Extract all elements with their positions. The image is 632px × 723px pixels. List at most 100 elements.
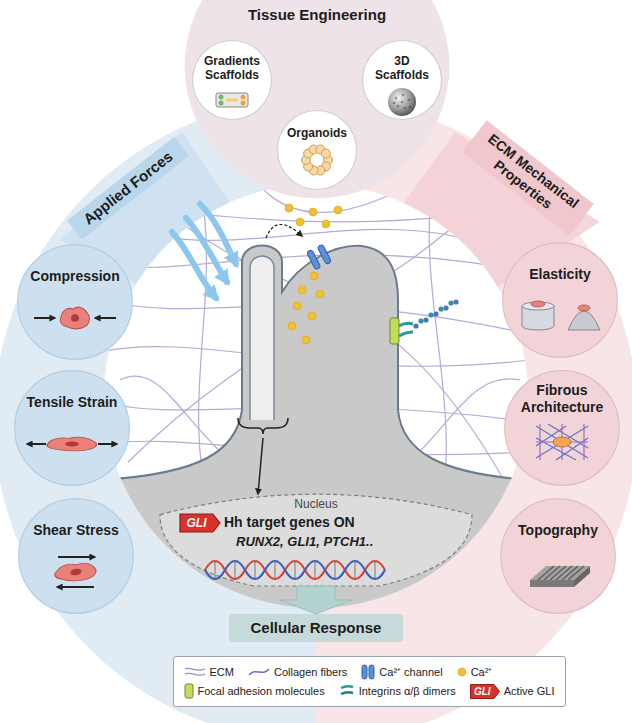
legend-item: Ca²⁺: [457, 665, 493, 680]
compression-icon-part: [60, 307, 89, 329]
node-label: Hh target genes ON: [224, 514, 472, 531]
calcium-ions-part: [293, 302, 301, 310]
ecm-sample: [184, 665, 206, 679]
calcium-ions-part: [334, 206, 342, 214]
tensile-icon-part-part: [47, 437, 96, 451]
integrin-sample-part: [341, 692, 353, 694]
node-label: Compression: [23, 268, 127, 285]
node-label: RUNX2, GLI1, PTCH1..: [236, 534, 472, 550]
shear-icon-part-part: [69, 569, 82, 575]
legend-row: ECM Collagen fibers Ca²⁺ channel Ca²⁺: [184, 664, 555, 680]
compression-icon-part: [95, 317, 116, 319]
calcium-ions-part: [298, 286, 306, 294]
calcium-ions: [285, 204, 342, 344]
cilium-bracket-part: [238, 418, 288, 434]
topic-circle: Gradients Scaffolds: [192, 40, 272, 120]
scaffold-sphere-icon-part-part: [401, 101, 404, 104]
dna-helix-part-part: [234, 562, 236, 578]
focal-adhesion-part: [399, 332, 413, 336]
tensile-icon-part: [27, 443, 46, 445]
cell-body-part: [100, 246, 532, 641]
scaffold-sphere-icon-part: [388, 88, 416, 116]
focal-adhesion-part-part: [438, 306, 443, 311]
gradient-scaffold-icon-part: [226, 99, 238, 102]
ecm-sample-part: [185, 668, 205, 670]
focal-adhesion-part-part: [423, 317, 428, 322]
outline-circle: [505, 371, 620, 486]
scaffold-sphere-icon-part: [393, 94, 412, 110]
dna-helix-part-part: [274, 562, 276, 578]
compression-icon-part: [34, 317, 55, 319]
adhesion-sample: [184, 683, 194, 699]
elasticity-icon-part: [531, 301, 545, 307]
elasticity-icon-part: [522, 302, 554, 310]
scaffold-sphere-icon-part-part: [395, 97, 398, 100]
outline-circle: [362, 40, 441, 119]
scaffold-sphere-icon-part-part: [397, 105, 400, 108]
compression-icon-part-part: [60, 307, 89, 329]
node-label: GLI: [180, 514, 213, 532]
shear-icon-part: [57, 586, 94, 588]
force-circle: Tensile Strain: [14, 370, 130, 486]
calcium-channel: [306, 244, 331, 270]
node-label: Gradients Scaffolds: [197, 54, 267, 82]
topic-circle: Organoids: [277, 110, 357, 190]
legend-item: GLI Active GLI: [470, 684, 555, 699]
calcium-channel-part: [306, 249, 320, 270]
cell-body: [100, 246, 532, 641]
outline-circle: [192, 40, 271, 119]
elasticity-icon-part: [578, 305, 590, 311]
legend-item: Ca²⁺ channel: [361, 664, 442, 680]
focal-adhesion-part-part: [443, 305, 448, 310]
gli-sample: GLI: [470, 684, 500, 699]
node-outline: [17, 244, 133, 360]
outline-circle: [15, 371, 130, 486]
gradient-scaffold-icon-part: [241, 95, 246, 100]
outline-dome: [160, 494, 472, 586]
node-outline: [502, 242, 618, 358]
outer-disc-part: [0, 98, 316, 723]
legend-item: Focal adhesion molecules: [184, 683, 325, 699]
gli-tag: GLI: [180, 514, 220, 532]
outline-circle: [19, 499, 134, 614]
gradient-scaffold-icon-part: [216, 93, 248, 107]
node-outline: [277, 110, 357, 190]
calcium-channel-part: [317, 244, 331, 265]
category-circle: Tissue EngineeringGradients Scaffolds3D …: [183, 0, 451, 200]
force-arrows: [172, 204, 236, 298]
gradient-scaffold-icon-part: [219, 95, 224, 100]
node-outline: [18, 498, 134, 614]
property-circle: Topography: [500, 498, 616, 614]
channel-sample: [361, 664, 375, 680]
outline-tag: [180, 514, 220, 532]
legend-text: Integrins α/β dimers: [359, 684, 456, 699]
legend-item: ECM: [184, 665, 234, 680]
gradient-scaffold-icon: [216, 93, 248, 107]
outline-circle: [277, 110, 356, 189]
legend-box: ECM Collagen fibers Ca²⁺ channel Ca²⁺ Fo…: [173, 656, 566, 707]
integrin-sample-part: [341, 686, 353, 688]
node-outline: [183, 0, 451, 200]
ecm-fibers-part: [100, 208, 530, 222]
node-label: Topography: [506, 522, 610, 539]
integrin-sample: [339, 684, 355, 698]
tensile-icon-part: [98, 443, 117, 445]
topography-icon-part: [530, 580, 574, 587]
gli-sample-shape-part: [470, 684, 499, 698]
outer-disc-part: [316, 98, 632, 723]
adhesion-sample-part: [185, 684, 193, 698]
dna-helix-part-part: [354, 562, 356, 578]
focal-adhesion-part-part: [448, 300, 453, 305]
legend-text: Ca²⁺: [471, 665, 493, 680]
scaffold-sphere-icon-part-part: [404, 107, 407, 110]
legend-row: Focal adhesion molecules Integrins α/β d…: [184, 683, 555, 699]
scaffold-sphere-icon-part-part: [408, 99, 411, 102]
node-label: Tissue Engineering: [217, 6, 417, 24]
dna-helix-part-part: [314, 562, 316, 578]
force-circle: Shear Stress: [18, 498, 134, 614]
dna-helix-part-part: [374, 562, 376, 578]
tensile-icon-part-part: [65, 442, 79, 447]
focal-adhesion-part-part: [453, 299, 458, 304]
shear-icon-part: [58, 556, 95, 558]
